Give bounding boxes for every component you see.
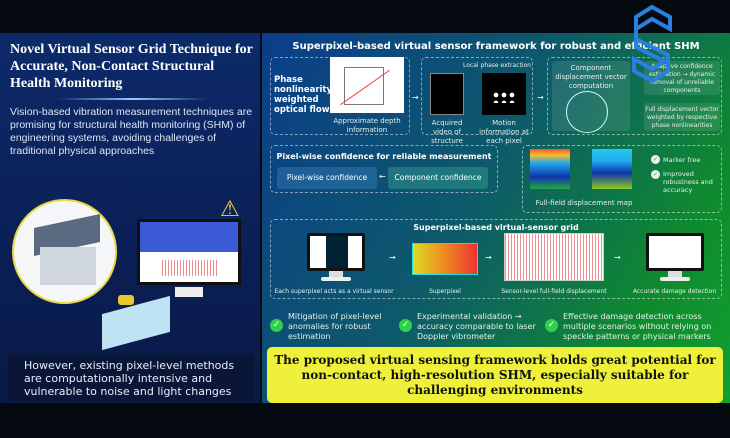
grid-step: Sensor-level full-field displacement	[501, 288, 607, 295]
camera-illustration	[102, 295, 170, 351]
optical-flow-title: Phase nonlinearity-weighted optical flow	[274, 75, 336, 115]
component-vector-label: Component displacement vector computatio…	[555, 64, 627, 90]
intro-text: Vision-based vibration measurement techn…	[10, 106, 253, 157]
grid-step: Each superpixel acts as a virtual sensor	[274, 288, 394, 295]
displacement-map-1	[530, 149, 570, 189]
component-confidence: Component confidence	[388, 167, 488, 189]
map-box	[522, 145, 722, 213]
intro-panel: Novel Virtual Sensor Grid Technique for …	[0, 33, 260, 403]
displacement-map-2	[592, 149, 632, 189]
arrow-icon: →	[412, 93, 419, 102]
check-icon: ✓	[651, 155, 660, 164]
grid-step: Accurate damage detection	[632, 288, 717, 295]
full-vector-panel	[644, 103, 720, 131]
check-icon: ✓	[651, 170, 660, 179]
map-feature: Improved robustness and accuracy	[663, 170, 713, 194]
grid-step: Superpixel	[429, 288, 461, 295]
damage-detection-monitor	[646, 233, 704, 283]
check-icon: ✓	[270, 319, 283, 332]
conclusion-box: The proposed virtual sensing framework h…	[267, 347, 723, 403]
map-feature: Marker free	[663, 156, 701, 164]
vector-circle	[566, 91, 608, 133]
limitation-text: However, existing pixel-level methods ar…	[8, 353, 255, 401]
engine-illustration	[12, 199, 117, 304]
camera-lens	[118, 295, 134, 305]
check-icon: ✓	[399, 319, 412, 332]
arrow-icon: →	[389, 253, 396, 262]
arrow-icon: →	[485, 253, 492, 262]
divider	[58, 98, 208, 100]
arrow-icon: →	[537, 93, 544, 102]
depth-label: Approximate depth information	[333, 117, 401, 134]
video-frames-image	[430, 73, 464, 115]
grid-box	[270, 219, 722, 299]
arrow-icon: →	[614, 253, 621, 262]
logo-icon	[632, 4, 672, 84]
intro-text-block: Novel Virtual Sensor Grid Technique for …	[10, 41, 256, 158]
grid-title: Superpixel-based virtual-sensor grid	[413, 223, 579, 232]
monitor-illustration	[137, 219, 241, 285]
framework-title: Superpixel-based virtual sensor framewor…	[292, 41, 700, 52]
benefit: Experimental validation → accuracy compa…	[417, 312, 536, 341]
depth-image	[330, 57, 404, 113]
benefit: Mitigation of pixel-level anomalies for …	[288, 312, 382, 341]
map-label: Full-field displacement map	[535, 199, 633, 207]
motion-label: Motion information at each pixel	[479, 119, 529, 145]
superpixel-grid	[412, 243, 478, 275]
adaptive-label: Adaptive confidence estimation → dynamic…	[648, 63, 716, 94]
arrow-left-icon: ←	[379, 172, 386, 181]
main-title: Novel Virtual Sensor Grid Technique for …	[10, 42, 253, 91]
benefit: Effective damage detection across multip…	[563, 312, 712, 341]
confidence-title: Pixel-wise confidence for reliable measu…	[276, 152, 492, 161]
displacement-chart	[504, 233, 604, 281]
phase-title: Local phase extraction	[463, 62, 531, 69]
framework-panel: Superpixel-based virtual sensor framewor…	[262, 4, 730, 403]
confidence-box	[270, 145, 498, 193]
check-icon: ✓	[545, 319, 558, 332]
pixel-confidence: Pixel-wise confidence	[277, 167, 377, 189]
video-label: Acquired video of structure	[431, 119, 463, 145]
full-vector-label: Full displacement vector weighted by res…	[645, 106, 719, 129]
warning-icon: ⚠	[220, 197, 240, 222]
phase-box	[421, 57, 533, 135]
monitor-stand	[175, 287, 203, 297]
motion-image	[482, 73, 526, 115]
virtual-sensor-monitor	[307, 233, 365, 283]
